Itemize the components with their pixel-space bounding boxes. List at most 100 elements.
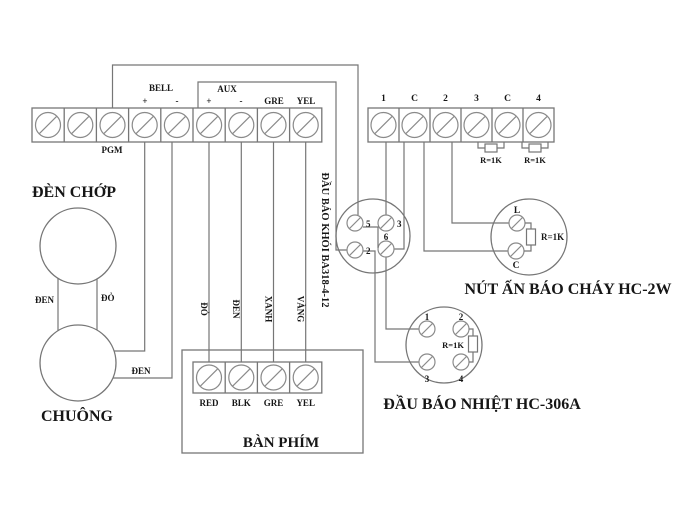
terminal-screw xyxy=(370,111,397,139)
heat-detector: 1 2 3 4 R=1K ĐẦU BÁO NHIỆT HC-306A xyxy=(383,306,581,413)
zone-terminal-label: 2 xyxy=(443,94,448,104)
keypad-wire-label: ĐEN xyxy=(231,299,241,319)
terminal-screw xyxy=(34,111,62,139)
call-point-body xyxy=(490,198,568,276)
gre-label: GRE xyxy=(264,96,284,106)
terminal-screw xyxy=(401,111,428,139)
terminal-screw xyxy=(377,214,395,232)
terminal-screw xyxy=(508,214,526,232)
keypad-wire-label: ĐỎ xyxy=(199,302,209,316)
call-point-caption: NÚT ẤN BÁO CHÁY HC-2W xyxy=(464,279,671,298)
eol-resistor-label: R=1K xyxy=(524,155,546,165)
keypad-terminal-label: BLK xyxy=(232,398,251,408)
resistor-symbol xyxy=(484,143,498,153)
bell-caption: CHUÔNG xyxy=(41,406,114,425)
zone-terminal-label: C xyxy=(411,94,418,104)
keypad-terminal-label: YEL xyxy=(296,398,315,408)
terminal-screw xyxy=(67,111,94,139)
terminal-screw xyxy=(292,111,319,139)
terminal-screw xyxy=(346,241,364,259)
heat-terminal-label: 4 xyxy=(459,374,464,384)
terminal-screw xyxy=(260,111,287,139)
bell-body xyxy=(39,324,117,402)
wire-aux-to-smoke-2 xyxy=(197,81,347,251)
smoke-terminal-label: 2 xyxy=(366,246,371,256)
call-point: L C R=1K NÚT ẤN BÁO CHÁY HC-2W xyxy=(464,198,672,298)
heat-terminal-label: 1 xyxy=(425,312,430,322)
terminal-screw xyxy=(418,353,436,371)
terminal-screw xyxy=(452,353,470,371)
heat-detector-caption: ĐẦU BÁO NHIỆT HC-306A xyxy=(383,394,581,413)
bell-label: BELL xyxy=(149,83,173,93)
wire-smoke-2-to-heat-3 xyxy=(363,250,419,363)
terminal-screw xyxy=(452,320,470,338)
pgm-label: PGM xyxy=(102,145,123,155)
aux-label: AUX xyxy=(217,84,237,94)
terminal-screw xyxy=(260,364,287,391)
terminal-screw xyxy=(494,111,521,139)
keypad-terminal-label: RED xyxy=(199,398,219,408)
terminal-screw xyxy=(418,320,436,338)
resistor-symbol xyxy=(528,143,542,153)
call-point-resistor-label: R=1K xyxy=(541,232,564,242)
terminal-screw xyxy=(432,111,459,139)
terminal-screw xyxy=(131,111,158,139)
wire-common-to-callpoint-c xyxy=(423,142,508,252)
eol-resistor-1: R=1K xyxy=(477,142,505,165)
zone-terminal-label: C xyxy=(504,94,511,104)
smoke-terminal-label: 6 xyxy=(384,232,389,242)
terminal-screw xyxy=(163,111,190,139)
bell: ĐEN ĐỎ ĐEN CHUÔNG xyxy=(35,278,151,425)
keypad-box xyxy=(181,349,364,454)
call-point-terminal-c: C xyxy=(513,261,520,271)
heat-resistor-wire xyxy=(469,328,474,363)
right-terminal-strip: 1 C 2 3 C 4 R=1K R=1K xyxy=(367,94,555,165)
right-strip-dividers xyxy=(398,108,524,142)
heat-terminal-label: 2 xyxy=(459,312,464,322)
terminal-screw xyxy=(228,364,255,391)
left-terminal-strip: BELL + - AUX + - GRE YEL PGM xyxy=(31,83,323,155)
smoke-internal-link xyxy=(363,226,379,248)
keypad-terminal-label: GRE xyxy=(264,398,284,408)
zone-terminal-label: 1 xyxy=(381,94,386,104)
wire-label-den-2: ĐEN xyxy=(131,366,151,376)
call-point-resistor-wire xyxy=(524,222,532,252)
keypad-caption: BÀN PHÍM xyxy=(243,434,319,451)
smoke-terminal-label: 5 xyxy=(366,219,371,229)
wire-pgm-to-smoke-5 xyxy=(111,64,359,215)
wire-label-do: ĐỎ xyxy=(101,293,115,303)
left-strip-dividers xyxy=(63,108,291,142)
keypad: RED BLK GRE YEL ĐỎ ĐEN XANH VÀNG BÀN PHÍ… xyxy=(181,296,364,454)
keypad-wire-label: VÀNG xyxy=(296,296,306,323)
terminal-screw xyxy=(196,111,223,139)
wire-common-to-smoke-6 xyxy=(394,142,405,250)
bell-minus-label: - xyxy=(176,96,179,106)
wire-bell-minus-to-chuong xyxy=(113,142,173,379)
flash-light: ĐÈN CHỚP xyxy=(32,182,117,285)
wire-keypad-bundle xyxy=(208,142,307,362)
terminal-screw xyxy=(507,242,525,260)
left-strip-box xyxy=(31,107,323,143)
call-point-terminal-l: L xyxy=(514,206,520,216)
terminal-screw xyxy=(292,364,319,391)
flash-light-caption: ĐÈN CHỚP xyxy=(32,182,116,201)
terminal-screw xyxy=(377,240,395,258)
zone-terminal-label: 3 xyxy=(474,94,479,104)
smoke-terminal-label: 3 xyxy=(397,219,402,229)
yel-label: YEL xyxy=(297,96,316,106)
terminal-screw xyxy=(228,111,255,139)
resistor-symbol xyxy=(525,228,537,246)
bell-plus-label: + xyxy=(142,96,147,106)
eol-resistor-2: R=1K xyxy=(521,142,549,165)
heat-detector-body xyxy=(405,306,483,384)
heat-terminal-label: 3 xyxy=(425,374,430,384)
eol-resistor-label: R=1K xyxy=(480,155,502,165)
keypad-dividers xyxy=(224,362,291,393)
terminal-screw xyxy=(463,111,490,139)
keypad-wire-label: XANH xyxy=(264,296,274,323)
smoke-detector: 5 3 2 6 ĐẦU BÁO KHÓI BA318-4-12 xyxy=(319,172,411,308)
wire-label-den: ĐEN xyxy=(35,295,55,305)
aux-plus-label: + xyxy=(206,96,211,106)
